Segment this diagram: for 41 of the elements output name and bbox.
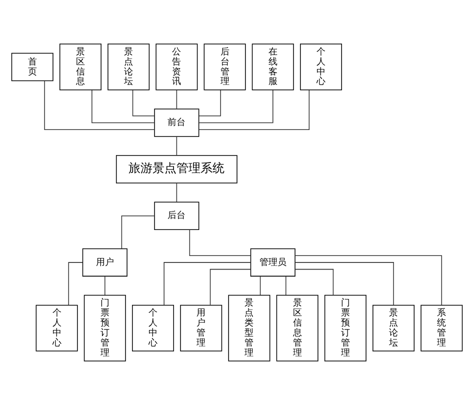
node-box: 景区信息 xyxy=(59,43,102,90)
connector xyxy=(44,80,155,130)
connector xyxy=(176,136,178,156)
connector xyxy=(285,275,286,295)
connector xyxy=(198,89,310,130)
connector xyxy=(132,89,155,116)
node-box: 个人中心 xyxy=(300,43,342,90)
node-box: 景点论坛 xyxy=(108,43,150,90)
node-box: 旅游景点管理系统 xyxy=(116,154,238,183)
connector xyxy=(294,262,394,306)
node-box: 首页 xyxy=(11,52,54,81)
connector xyxy=(164,262,251,306)
node-box: 个人中心 xyxy=(132,304,174,351)
node-box: 门票预订管理 xyxy=(84,294,126,361)
connector xyxy=(176,182,178,202)
node-box: 用户 xyxy=(82,248,128,276)
connector xyxy=(121,214,155,248)
connector xyxy=(92,89,155,123)
node-box: 景点类型管理 xyxy=(228,294,270,361)
connector xyxy=(198,89,221,116)
node-box: 景区信息管理 xyxy=(276,294,318,361)
node-box: 后台 xyxy=(154,201,200,230)
connector xyxy=(294,254,442,306)
connector xyxy=(176,89,178,109)
node-box: 前台 xyxy=(154,108,200,136)
connector xyxy=(198,89,274,123)
connector xyxy=(294,268,334,296)
node-box: 系统管理 xyxy=(420,304,463,351)
connector xyxy=(104,275,106,295)
node-box: 在线客服 xyxy=(252,43,294,90)
connector xyxy=(189,228,251,256)
node-box: 管理员 xyxy=(250,248,296,276)
node-box: 个人中心 xyxy=(36,304,78,351)
node-box: 公告资讯 xyxy=(156,43,198,90)
node-box: 景点论坛 xyxy=(372,304,415,351)
connector xyxy=(210,268,252,305)
node-box: 后台管理 xyxy=(204,43,246,90)
node-box: 用户管理 xyxy=(180,304,222,351)
connector xyxy=(260,275,261,295)
connector xyxy=(68,262,83,306)
node-box: 门票预订管理 xyxy=(324,294,366,361)
